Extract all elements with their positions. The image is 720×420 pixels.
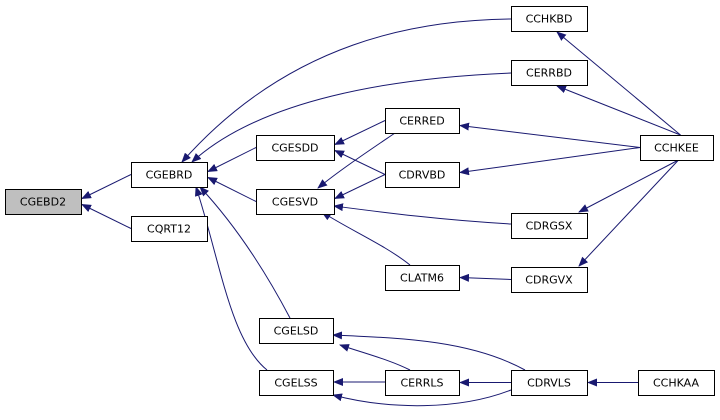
edge-cgebrd-to-cgebd2: [81, 174, 132, 199]
node-label: CERRBD: [526, 67, 572, 80]
node-cqrt12[interactable]: CQRT12: [131, 216, 208, 242]
node-label: CCHKAA: [653, 377, 699, 390]
node-label: CGESDD: [271, 142, 318, 155]
node-label: CERRED: [399, 115, 444, 128]
edge-cdrgsx-to-cgesvd: [333, 203, 512, 225]
node-box: [640, 135, 714, 161]
edge-cgesvd-to-cgebrd: [207, 177, 257, 202]
edge-cerrbd-to-cgebrd: [191, 72, 512, 163]
node-cgebd2[interactable]: CGEBD2: [5, 189, 82, 215]
node-box: [385, 108, 460, 134]
nodes-layer: CGEBD2 CGEBRD CQRT12 CGESDD CGESVD CGELSD CGEL…: [5, 6, 715, 396]
node-label: CDRVBD: [399, 169, 446, 182]
node-cdrgsx[interactable]: CDRGSX: [511, 213, 588, 239]
edge-cchkee-to-cerred: [459, 122, 641, 148]
edge-cdrvbd-to-cgesdd: [334, 150, 386, 175]
node-cdrvls[interactable]: CDRVLS: [511, 370, 588, 396]
node-label: CCHKEE: [654, 142, 699, 155]
edge-cdrvls-to-cgelsd: [332, 331, 526, 371]
edge-cgesdd-to-cgebrd: [207, 147, 257, 172]
node-label: CGEBRD: [146, 169, 193, 182]
node-box: [511, 267, 588, 293]
edge-cdrvbd-to-cgesvd: [334, 174, 386, 199]
node-cchkee[interactable]: CCHKEE: [640, 135, 714, 161]
node-cdrgvx[interactable]: CDRGVX: [511, 267, 588, 293]
node-cgelss[interactable]: CGELSS: [259, 370, 334, 396]
node-box: [5, 189, 82, 215]
node-label: CLATM6: [400, 272, 444, 285]
node-box: [511, 370, 588, 396]
node-box: [511, 60, 588, 86]
node-cerrbd[interactable]: CERRBD: [511, 60, 588, 86]
edge-cqrt12-to-cgebd2: [81, 204, 132, 229]
edge-cchkee-to-cchkbd: [556, 31, 681, 136]
edge-cchkee-to-cdrvbd: [459, 147, 641, 176]
edge-cchkee-to-cdrgsx: [578, 159, 679, 213]
edge-cchkee-to-cerrbd: [556, 85, 681, 136]
node-cchkbd[interactable]: CCHKBD: [511, 6, 588, 32]
node-cchkaa[interactable]: CCHKAA: [638, 370, 715, 396]
node-box: [259, 370, 334, 396]
edge-clatm6-to-cgesvd: [321, 211, 411, 266]
node-box: [256, 135, 335, 161]
node-box: [385, 162, 460, 188]
node-cerrls[interactable]: CERRLS: [385, 370, 460, 396]
node-label: CGESVD: [272, 196, 318, 209]
node-box: [638, 370, 715, 396]
node-box: [256, 189, 335, 215]
edge-cerred-to-cgesvd: [317, 132, 396, 189]
edge-cdrvls-to-cgelss: [332, 389, 512, 407]
node-label: CCHKBD: [526, 13, 573, 26]
node-box: [131, 162, 208, 188]
node-box: [131, 216, 208, 242]
node-label: CQRT12: [147, 223, 191, 236]
node-label: CDRGSX: [526, 220, 573, 233]
node-cgesdd[interactable]: CGESDD: [256, 135, 335, 161]
node-label: CDRGVX: [525, 274, 573, 287]
node-box: [259, 318, 334, 344]
node-box: [511, 213, 588, 239]
node-cerred[interactable]: CERRED: [385, 108, 460, 134]
edge-cchkbd-to-cgebrd: [181, 18, 512, 163]
edge-cgelss-to-cgebrd: [195, 186, 268, 371]
node-label: CDRVLS: [527, 377, 571, 390]
node-cgelsd[interactable]: CGELSD: [259, 318, 334, 344]
node-label: CERRLS: [400, 377, 443, 390]
edge-cgelsd-to-cgebrd: [199, 186, 291, 319]
node-cgesvd[interactable]: CGESVD: [256, 189, 335, 215]
node-clatm6[interactable]: CLATM6: [385, 265, 460, 291]
edge-cdrgvx-to-clatm6: [459, 273, 512, 282]
node-label: CGELSS: [274, 377, 317, 390]
edge-cchkee-to-cdrgvx: [578, 159, 679, 267]
node-box: [385, 265, 460, 291]
node-box: [385, 370, 460, 396]
edge-cerred-to-cgesdd: [334, 120, 386, 145]
edges-layer: [81, 18, 681, 407]
node-cgebrd[interactable]: CGEBRD: [131, 162, 208, 188]
node-box: [511, 6, 588, 32]
node-label: CGELSD: [274, 325, 319, 338]
node-label: CGEBD2: [20, 196, 66, 209]
edge-cerrls-to-cgelsd: [339, 344, 411, 371]
node-cdrvbd[interactable]: CDRVBD: [385, 162, 460, 188]
